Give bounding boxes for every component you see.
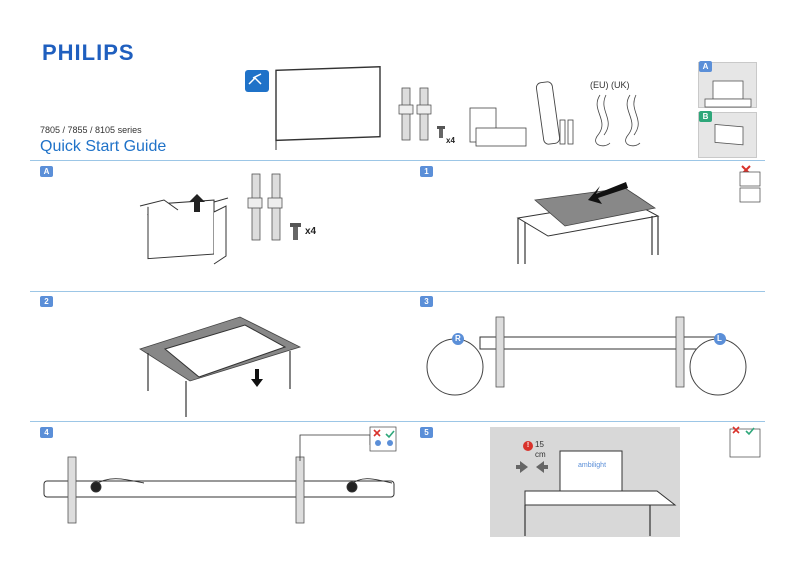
table-legs — [524, 505, 651, 536]
step-3-illustration — [426, 316, 747, 396]
option-b-badge: B — [699, 111, 712, 122]
divider — [30, 160, 765, 161]
tv-on-stand-illustration — [704, 80, 752, 108]
contents-illustration — [245, 66, 641, 150]
table-legs — [517, 216, 659, 264]
option-a-badge: A — [699, 61, 712, 72]
step-2-illustration — [139, 316, 302, 417]
box-illustration — [139, 197, 229, 265]
series-label: 7805 / 7855 / 8105 series — [40, 125, 142, 135]
warning-icon: ! — [523, 441, 533, 451]
remote-illustration — [535, 81, 574, 145]
screw-icon — [437, 126, 445, 138]
hand-screwdriver-illustration — [90, 478, 393, 493]
power-cords-illustration — [595, 94, 641, 147]
lift-arrow-icon — [189, 194, 205, 212]
tv-back — [163, 324, 287, 378]
distance-arrow-icon — [516, 461, 548, 473]
booklet-illustration — [469, 107, 527, 147]
step-4-badge: 4 — [40, 427, 53, 438]
step-1-illustration — [516, 165, 761, 264]
down-arrow-icon — [251, 369, 263, 387]
right-detail-circle — [426, 338, 484, 396]
step-2-badge: 2 — [40, 296, 53, 307]
stand-legs-illustration — [247, 173, 283, 241]
step-a-illustration — [139, 173, 301, 265]
table-top — [524, 490, 677, 506]
screw-quantity: x4 — [446, 136, 455, 145]
tv-front — [559, 450, 623, 492]
place-arrow-icon — [588, 182, 628, 204]
check-panel — [729, 426, 761, 458]
power-regions-label: (EU) (UK) — [590, 80, 630, 90]
tv-bottom-edge — [43, 480, 395, 498]
distance-number: 15 — [535, 440, 544, 449]
step-3-badge: 3 — [420, 296, 433, 307]
ambilight-label: ambilight — [578, 462, 607, 469]
screw-icon — [290, 223, 301, 240]
divider — [30, 421, 765, 422]
screw-quantity: x4 — [305, 226, 317, 237]
tv-wall-mount-illustration — [714, 123, 744, 146]
step-a-badge: A — [40, 166, 53, 177]
page-title: Quick Start Guide — [40, 138, 167, 155]
step-5-badge: 5 — [420, 427, 433, 438]
step-5-illustration — [490, 426, 761, 537]
brand-logo: PHILIPS — [42, 40, 135, 65]
step-4-illustration — [43, 426, 397, 524]
left-marker: L — [717, 334, 722, 343]
left-detail-circle — [689, 338, 747, 396]
tv-illustration — [275, 66, 381, 142]
right-marker: R — [455, 334, 461, 343]
distance-unit: cm — [535, 450, 546, 459]
step-1-badge: 1 — [420, 166, 433, 177]
table-legs — [147, 351, 291, 417]
not-allowed-icon — [739, 165, 761, 203]
divider — [30, 291, 765, 292]
stand-legs-illustration — [398, 87, 432, 141]
